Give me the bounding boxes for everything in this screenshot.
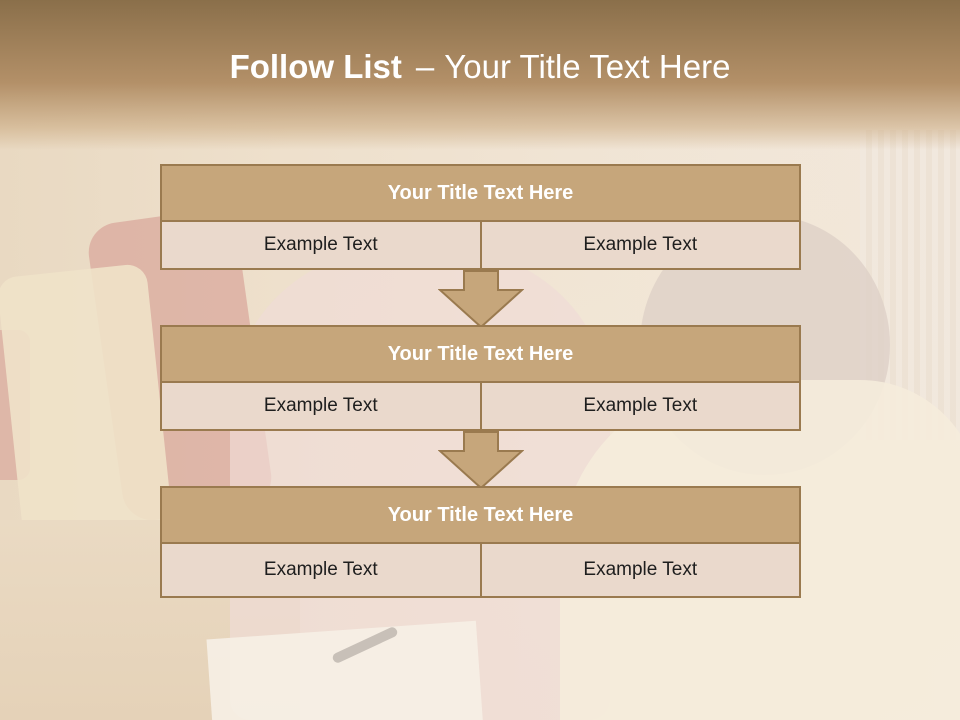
block-title[interactable]: Your Title Text Here [160, 164, 801, 222]
slide-title-separator: – [415, 48, 435, 85]
follow-block-2: Your Title Text Here Example Text Exampl… [160, 325, 801, 431]
block-cell-left[interactable]: Example Text [160, 220, 482, 270]
block-row: Example Text Example Text [160, 220, 801, 270]
block-cell-left[interactable]: Example Text [160, 542, 482, 598]
block-row: Example Text Example Text [160, 381, 801, 431]
block-cell-right[interactable]: Example Text [479, 542, 801, 598]
down-arrow-icon [438, 270, 524, 328]
block-row: Example Text Example Text [160, 542, 801, 598]
slide-title-bold: Follow List [229, 48, 402, 85]
block-cell-right[interactable]: Example Text [479, 220, 801, 270]
follow-block-3: Your Title Text Here Example Text Exampl… [160, 486, 801, 598]
follow-block-1: Your Title Text Here Example Text Exampl… [160, 164, 801, 270]
arrow-shape [438, 431, 524, 489]
block-title[interactable]: Your Title Text Here [160, 486, 801, 544]
block-cell-right[interactable]: Example Text [479, 381, 801, 431]
title-band [0, 0, 960, 150]
slide-title: Follow List–Your Title Text Here [0, 48, 960, 86]
clipboard [206, 620, 484, 720]
down-arrow-icon [438, 431, 524, 489]
block-title[interactable]: Your Title Text Here [160, 325, 801, 383]
block-cell-left[interactable]: Example Text [160, 381, 482, 431]
cream-cushion [0, 262, 174, 548]
arrow-shape [438, 270, 524, 328]
slide-title-rest: Your Title Text Here [444, 48, 731, 85]
